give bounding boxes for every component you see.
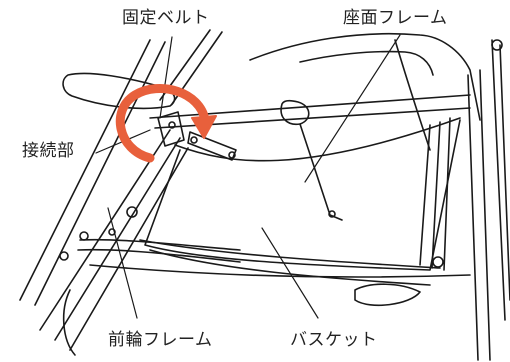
base-rail [89, 264, 471, 278]
belt-strap-loop [280, 99, 310, 126]
right-frame-tube-d [499, 44, 510, 301]
wheel-left-outline [62, 289, 76, 356]
front-frame-tube-a [39, 129, 171, 331]
leader-seat-frame [304, 34, 401, 183]
right-frame-knob [491, 39, 503, 51]
belt-strap-down [299, 123, 343, 221]
front-wheel-bolt-d [108, 228, 116, 236]
label-basket: バスケット [290, 330, 378, 350]
label-joint: 接続部 [22, 141, 75, 161]
arm-rest-pad [62, 72, 176, 110]
label-fixing-belt: 固定ベルト [122, 8, 210, 28]
front-frame-tube-b [54, 137, 181, 341]
leader-fixing-belt [159, 36, 173, 119]
leader-front-wheel-frame [107, 207, 138, 319]
base-foot-right [354, 283, 421, 307]
front-wheel-bolt-b [79, 231, 89, 241]
label-front-wheel-frame: 前輪フレーム [108, 330, 213, 350]
hood-line [394, 39, 431, 151]
seat-frame-bottom [174, 117, 461, 162]
front-wheel-crossbar-b [77, 248, 241, 263]
basket-bottom [149, 249, 431, 286]
base-bolt-right [432, 256, 444, 268]
right-frame-tube-c [491, 39, 506, 321]
seat-back-outline [249, 32, 481, 121]
curved-rotation-arrow-icon [115, 84, 217, 163]
basket-mesh-1 [419, 124, 431, 266]
basket-rim [139, 239, 441, 269]
basket-mesh-3 [443, 117, 451, 271]
joint-bolt-a [168, 121, 176, 129]
leader-basket [261, 227, 319, 319]
left-outer-tube-b [34, 41, 166, 306]
right-frame-tube-b [479, 69, 491, 361]
right-frame-tube-a [467, 74, 479, 361]
basket-outline [144, 119, 461, 271]
seat-back-inner [299, 50, 434, 76]
joint-bracket [187, 131, 237, 161]
joint-bolt-b [190, 136, 198, 144]
belt-strap-rivet [328, 210, 336, 218]
basket-mesh-2 [431, 121, 441, 269]
joint-clamp [157, 111, 185, 147]
front-frame-tube-c [69, 147, 189, 351]
front-wheel-bolt-a [59, 251, 69, 261]
left-outer-tube-a [19, 39, 151, 301]
joint-bolt-c [228, 151, 236, 159]
front-wheel-crossbar-a [79, 238, 241, 251]
front-wheel-bolt-c [126, 206, 138, 218]
label-seat-frame: 座面フレーム [343, 8, 448, 28]
